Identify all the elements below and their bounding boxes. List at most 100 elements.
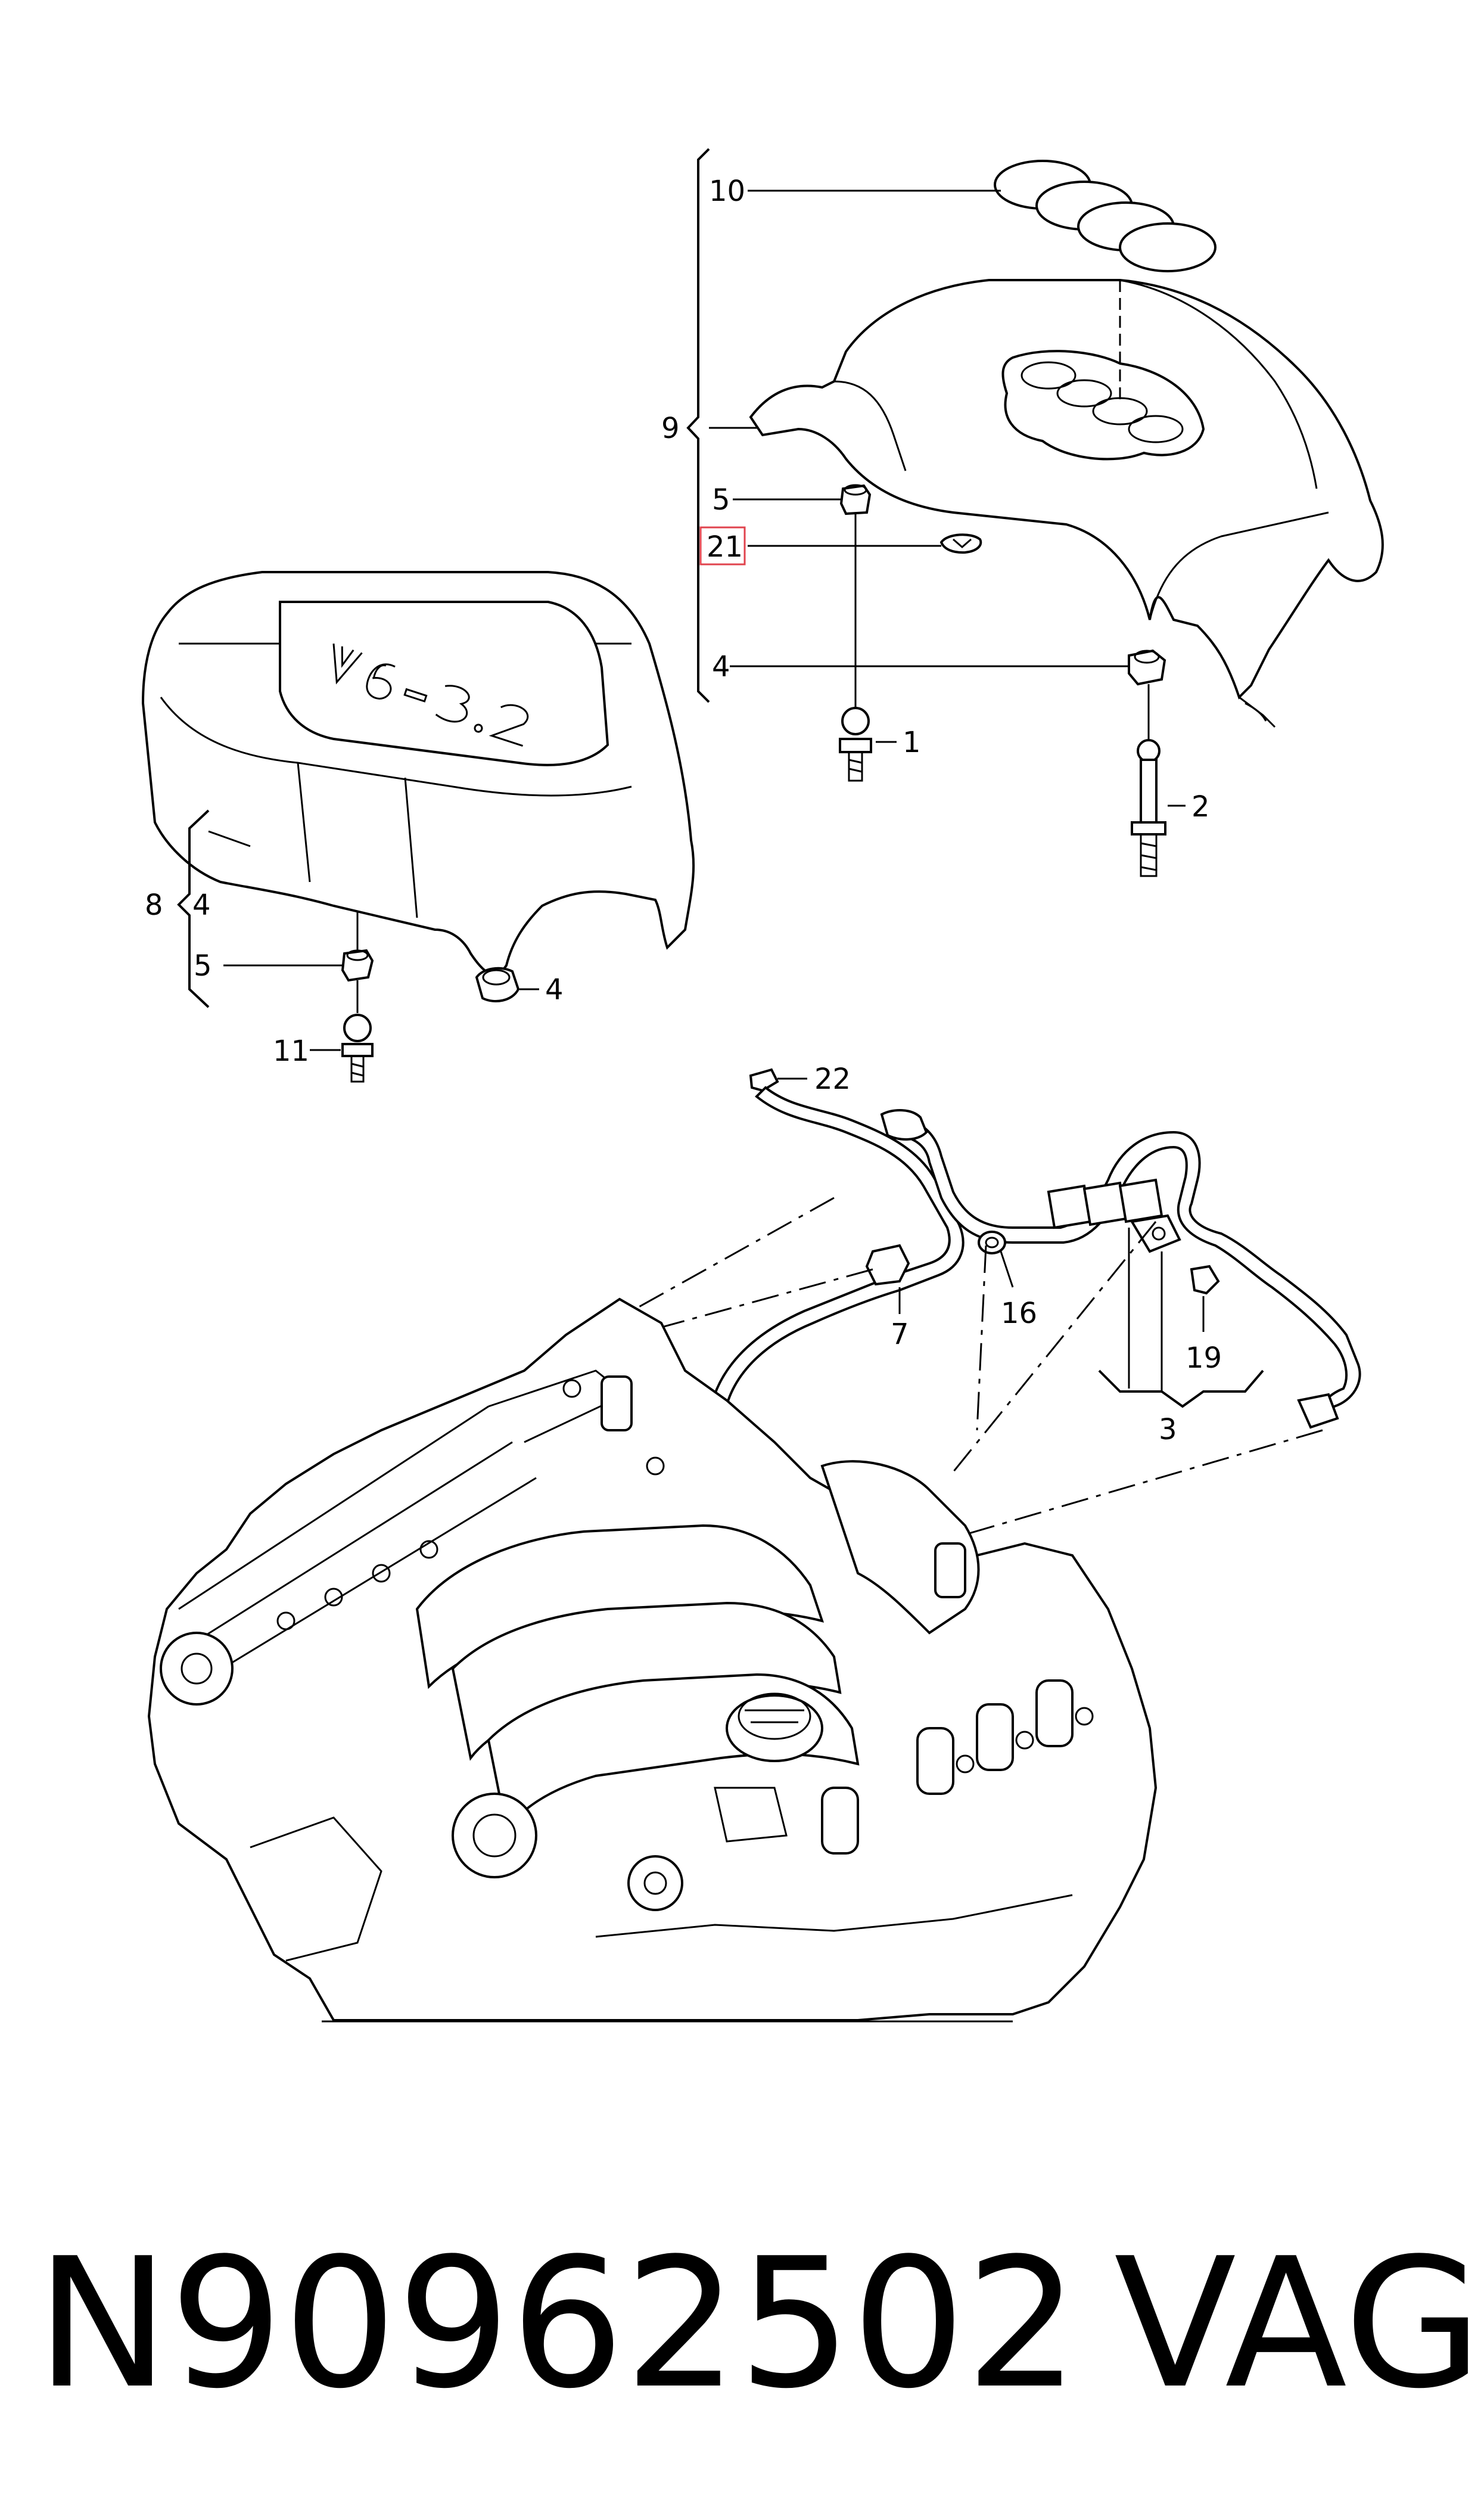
decimal-point	[474, 723, 483, 733]
ball-stud-11	[310, 1014, 374, 1083]
ball-stud-1	[839, 707, 897, 782]
cover-ridge	[1119, 279, 1318, 489]
callout-4-upper: 4	[712, 650, 730, 684]
group-bracket-9	[686, 148, 710, 703]
stud-11-thread	[350, 1056, 365, 1083]
callout-9: 9	[661, 412, 680, 445]
stud-11-ball	[343, 1014, 372, 1042]
bolt-d	[276, 1611, 295, 1630]
cam-sensor-inner	[643, 1871, 667, 1895]
bolt-h	[562, 1379, 581, 1398]
callout-21-highlight	[699, 526, 746, 566]
group-bracket-3	[1098, 1369, 1264, 1408]
stud-collar	[839, 738, 872, 753]
timing-cover-boss-inner	[472, 1813, 517, 1858]
clip-21-shape	[939, 533, 982, 554]
breather-hoses	[707, 1068, 1361, 1588]
left-cover-fold	[160, 697, 632, 797]
ring-recess-2	[1056, 379, 1112, 408]
engine-block	[147, 1297, 1158, 2021]
leader-16	[1000, 1251, 1014, 1288]
callout-22: 22	[814, 1063, 851, 1096]
part-caption: N90962502 VAG	[0, 2205, 1484, 2443]
coil-pack-1	[916, 1727, 954, 1795]
callout-4-group: 4	[192, 889, 211, 922]
coupling-c	[1118, 1178, 1163, 1223]
digit-6	[366, 663, 396, 700]
timing-cover-boss	[452, 1793, 537, 1878]
clip-19	[1190, 1265, 1220, 1295]
lower-block-detail-1	[250, 1816, 382, 1962]
engine-cover-upper	[686, 148, 1384, 728]
dash-sign	[403, 688, 428, 703]
bolt-c	[1075, 1707, 1094, 1726]
clip-21	[748, 533, 982, 554]
stud-2-collar	[1131, 821, 1166, 835]
cover-tab-edge	[1245, 702, 1267, 722]
callout-labels: 10 9 5 21 4 1 2 8 4 5 4 11 22 7 16 19 3	[145, 175, 1222, 1446]
bolt-g	[419, 1540, 438, 1559]
engine-cover-left	[141, 571, 695, 976]
bolt-b	[1015, 1731, 1034, 1750]
dash-5	[952, 1221, 1157, 1473]
dash-1	[631, 1197, 835, 1312]
left-bank-rails	[178, 1405, 537, 1682]
grommet-4-lower-hole	[482, 969, 511, 986]
stud-2-ball	[1137, 739, 1161, 763]
callout-16: 16	[1001, 1297, 1037, 1330]
v6-badge-lettering	[332, 643, 529, 747]
front-pulley	[160, 1632, 234, 1706]
ring-4	[1119, 222, 1217, 272]
stud-thread-lines	[848, 759, 863, 773]
bolt-f	[372, 1564, 391, 1583]
bracket-3-hole	[1152, 1226, 1166, 1241]
digit-2	[489, 704, 529, 747]
oil-filler-grip	[745, 1709, 804, 1723]
bracket-3	[1130, 1214, 1181, 1253]
stud-thread	[848, 752, 863, 782]
cam-sensor	[627, 1855, 683, 1911]
ring-recess-4	[1128, 415, 1184, 443]
callout-3: 3	[1159, 1413, 1177, 1446]
grommet-5-upper	[733, 484, 872, 515]
ring-recess-1	[1021, 361, 1077, 390]
badge-recess	[279, 601, 609, 766]
callout-10: 10	[709, 175, 745, 208]
o-ring-16-inner	[985, 1237, 999, 1248]
exploded-parts-diagram: 10 9 5 21 4 1 2 8 4 5 4 11 22 7 16 19 3	[141, 148, 1384, 2023]
oil-filler-cap-top	[738, 1692, 811, 1740]
bolt-i	[646, 1456, 665, 1476]
lower-block-detail-2	[595, 1894, 1073, 1938]
cover-tab	[1239, 696, 1276, 728]
stud-2-thread-lines	[1140, 842, 1157, 871]
clip-21-detail	[953, 538, 972, 548]
stud-11-thread-lines	[351, 1063, 364, 1077]
coil-pack-4	[821, 1787, 859, 1855]
callout-1: 1	[903, 726, 921, 759]
coil-pack-2	[976, 1703, 1014, 1771]
hose-elbow	[880, 1109, 928, 1141]
stud-2-shank	[1140, 759, 1158, 824]
stud-ball	[841, 707, 870, 735]
callout-4-lower: 4	[545, 973, 564, 1007]
bolt-a	[956, 1754, 975, 1773]
four-rings-emblem	[994, 160, 1217, 405]
leader-8-cover	[208, 830, 251, 847]
callout-19: 19	[1186, 1341, 1222, 1375]
hose-end-connector	[1297, 1393, 1339, 1429]
callout-5-lower: 5	[194, 949, 212, 983]
grommet-4-upper	[730, 649, 1166, 686]
callout-7: 7	[891, 1318, 909, 1351]
diagram-drawing: 10 9 5 21 4 1 2 8 4 5 4 11 22 7 16 19 3	[141, 148, 1384, 2023]
callout-8: 8	[145, 889, 163, 922]
dash-4	[893, 1429, 1323, 1557]
coil-pack-3	[1035, 1679, 1074, 1747]
front-pulley-hub	[181, 1653, 213, 1685]
assembly-dash-lines	[631, 1197, 1323, 1557]
callout-2: 2	[1191, 790, 1210, 824]
valve-7	[865, 1244, 910, 1286]
lower-block-detail-3	[714, 1787, 788, 1843]
hose-3	[886, 1118, 1361, 1421]
part-number: N90962502	[36, 2220, 1079, 2428]
callout-21: 21	[707, 530, 743, 564]
